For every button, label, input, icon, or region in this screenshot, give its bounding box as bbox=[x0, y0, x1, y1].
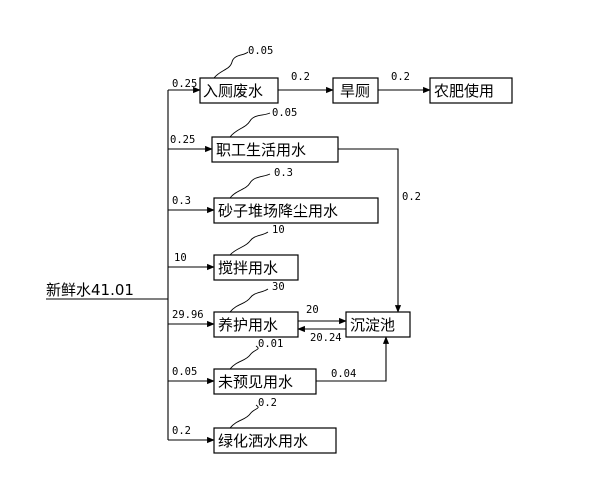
node-curing bbox=[213, 311, 299, 338]
edge-staff-to-sed bbox=[338, 148, 402, 313]
node-unforeseen bbox=[213, 368, 317, 395]
loss-curve-toilet bbox=[213, 51, 249, 79]
node-unforeseen-label: 未预见用水 bbox=[218, 373, 293, 391]
node-farm-fertilizer bbox=[429, 77, 513, 104]
flow-to-sand: 0.3 bbox=[172, 195, 191, 207]
node-farm-fertilizer-label: 农肥使用 bbox=[434, 82, 494, 100]
loss-curve-sand bbox=[229, 173, 271, 199]
loss-unforeseen: 0.01 bbox=[258, 338, 283, 350]
node-dry-toilet-label: 旱厕 bbox=[340, 82, 370, 100]
node-mixing bbox=[213, 254, 299, 281]
flow-to-staff: 0.25 bbox=[170, 134, 195, 146]
node-sedimentation-label: 沉淀池 bbox=[350, 316, 395, 334]
node-curing-label: 养护用水 bbox=[218, 316, 278, 334]
loss-mixing: 10 bbox=[272, 224, 285, 236]
flow-to-greening: 0.2 bbox=[172, 425, 191, 437]
fresh-water-source-label: 新鲜水41.01 bbox=[46, 281, 134, 299]
node-staff-domestic bbox=[211, 136, 339, 163]
flow-staff-to-sed: 0.2 bbox=[402, 191, 421, 203]
flow-toilet-to-dry: 0.2 bbox=[291, 71, 310, 83]
node-greening bbox=[213, 427, 337, 454]
flow-to-toilet: 0.25 bbox=[172, 78, 197, 90]
flow-curing-to-sed: 20 bbox=[306, 304, 319, 316]
node-greening-label: 绿化洒水用水 bbox=[218, 432, 308, 450]
flow-unforeseen-to-sed: 0.04 bbox=[331, 368, 356, 380]
loss-toilet: 0.05 bbox=[248, 45, 273, 57]
flow-to-unforeseen: 0.05 bbox=[172, 366, 197, 378]
loss-staff: 0.05 bbox=[272, 107, 297, 119]
node-sedimentation bbox=[345, 311, 411, 338]
flow-sed-to-curing: 20.24 bbox=[310, 332, 342, 344]
loss-curve-staff bbox=[229, 112, 271, 138]
edge-unforeseen-to-sed bbox=[316, 336, 390, 382]
loss-sand: 0.3 bbox=[274, 167, 293, 179]
node-sand-dust bbox=[213, 197, 379, 224]
loss-curve-greening bbox=[229, 404, 259, 429]
loss-curve-curing bbox=[229, 288, 269, 313]
flow-to-mixing: 10 bbox=[174, 252, 187, 264]
node-staff-domestic-label: 职工生活用水 bbox=[216, 141, 306, 159]
loss-curve-unforeseen bbox=[229, 345, 259, 370]
loss-curve-curing-label: 30 bbox=[272, 281, 285, 293]
node-mixing-label: 搅拌用水 bbox=[218, 259, 278, 277]
flow-dry-to-farm: 0.2 bbox=[391, 71, 410, 83]
loss-greening: 0.2 bbox=[258, 397, 277, 409]
flow-to-curing: 29.96 bbox=[172, 309, 204, 321]
node-sand-dust-label: 砂子堆场降尘用水 bbox=[218, 202, 338, 220]
node-toilet-wastewater-label: 入厕废水 bbox=[203, 82, 263, 100]
loss-curve-mixing bbox=[229, 231, 269, 256]
